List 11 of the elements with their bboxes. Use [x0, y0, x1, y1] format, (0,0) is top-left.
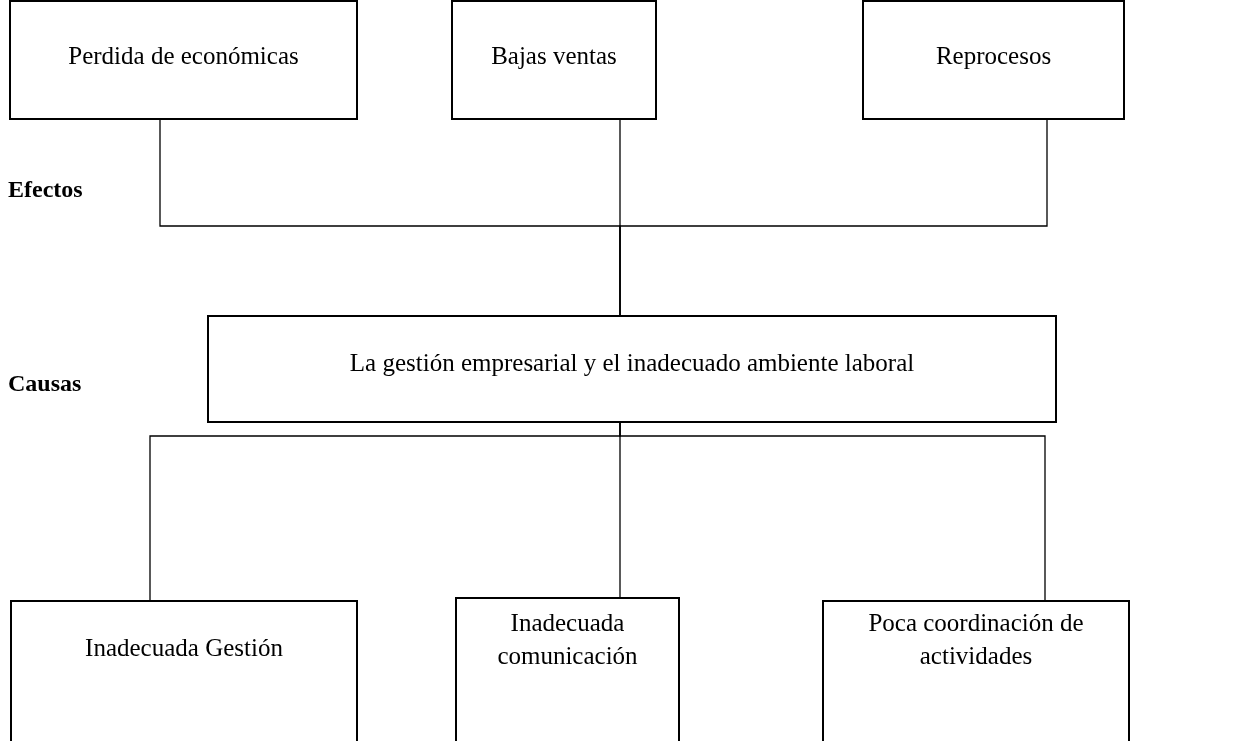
text-box: La gestión empresarial y el inadecuado ambiente laboral [207, 315, 1057, 423]
text-box: Reprocesos [862, 0, 1125, 120]
text-box: Poca coordinación de actividades [822, 600, 1130, 741]
section-label: Causas [8, 370, 82, 397]
connector-line [619, 119, 1048, 316]
connector-line [619, 422, 1046, 601]
text-box: Perdida de económicas [9, 0, 358, 120]
text-box: Inadecuada comunicación [455, 597, 680, 741]
text-box: Bajas ventas [451, 0, 657, 120]
text-box: Inadecuada Gestión [10, 600, 358, 741]
section-label: Efectos [8, 176, 83, 203]
